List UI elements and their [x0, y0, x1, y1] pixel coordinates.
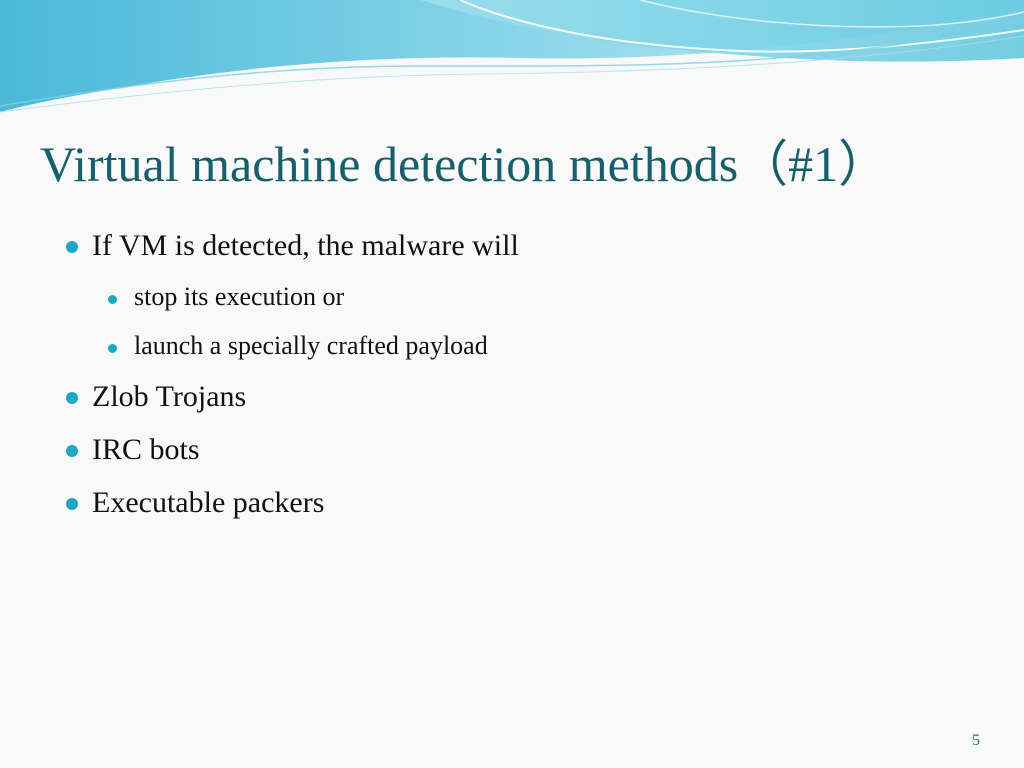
- bullet-text: Zlob Trojans: [92, 380, 247, 413]
- bullet-item: Executable packers: [62, 483, 982, 523]
- header-wave-decoration: [0, 0, 1024, 113]
- slide-title: Virtual machine detection methods（#1）: [40, 136, 889, 192]
- bullet-text: stop its execution or: [134, 282, 345, 311]
- bullet-dot-icon: [108, 295, 117, 304]
- bullet-dot-icon: [108, 344, 117, 353]
- bullet-list: If VM is detected, the malware will stop…: [62, 226, 982, 536]
- bullet-item: IRC bots: [62, 430, 982, 470]
- bullet-dot-icon: [66, 498, 78, 510]
- bullet-item: If VM is detected, the malware will: [62, 226, 982, 266]
- bullet-dot-icon: [66, 241, 78, 253]
- bullet-dot-icon: [66, 445, 78, 457]
- bullet-item: Zlob Trojans: [62, 377, 982, 417]
- bullet-text: launch a specially crafted payload: [134, 331, 488, 360]
- bullet-text: IRC bots: [92, 433, 200, 466]
- bullet-text: If VM is detected, the malware will: [92, 229, 519, 262]
- bullet-dot-icon: [66, 392, 78, 404]
- sub-bullet-item: stop its execution or: [62, 279, 982, 315]
- page-number: 5: [972, 732, 980, 749]
- bullet-text: Executable packers: [92, 486, 325, 519]
- sub-bullet-item: launch a specially crafted payload: [62, 328, 982, 364]
